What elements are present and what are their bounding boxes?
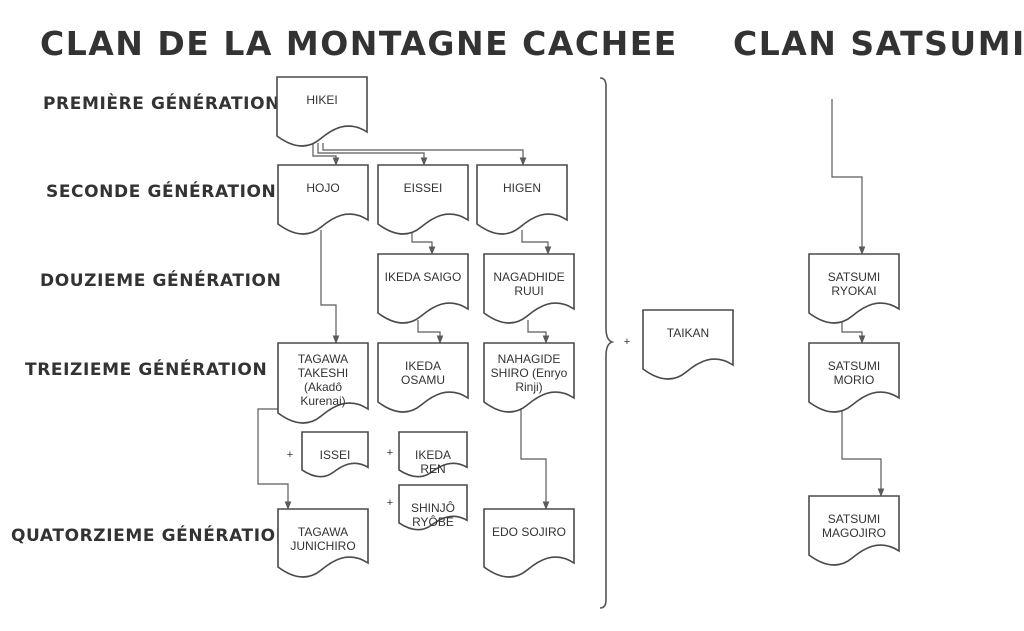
node-shape: [277, 164, 369, 235]
node-taikan: TAIKAN: [642, 309, 734, 380]
node-label-line: (Akadô: [304, 380, 342, 394]
node-label-line: Rinji): [515, 380, 542, 394]
edge-hikei-hojo: [312, 143, 340, 166]
node-label-line: SATSUMI: [828, 270, 880, 284]
node-shape: [377, 253, 469, 324]
person-nodes: HIKEI HOJO EISSEI HIGEN IKEDA SAIGO NAGADHIDE…: [276, 76, 900, 578]
node-shape: [483, 253, 575, 324]
node-shape: [808, 495, 900, 566]
edge-satsumi-ryokai-morio: [841, 320, 866, 344]
node-label-line: OSAMU: [401, 373, 445, 387]
node-issei: ISSEI: [301, 431, 369, 478]
edge-hojo-tagawa-takeshi: [320, 230, 340, 344]
node-shape: [483, 342, 575, 413]
label-premiere-generation: PREMIÈRE GÉNÉRATION: [43, 92, 280, 114]
node-label-line: TAKESHI: [298, 366, 348, 380]
node-shape: [277, 508, 369, 578]
node-label-line: SHIRO (Enryo: [491, 366, 568, 380]
node-label-line: HOJO: [306, 181, 339, 195]
connectors: [257, 99, 885, 510]
node-shape: [398, 484, 468, 531]
node-label-line: SATSUMI: [828, 359, 880, 373]
label-treizieme-generation: TREIZIEME GÉNÉRATION: [25, 358, 267, 380]
node-label-line: SATSUMI: [828, 512, 880, 526]
edge-nahagide-shiro-edo-sojiro: [520, 409, 550, 510]
label-seconde-generation: SECONDE GÉNÉRATION: [46, 180, 276, 202]
node-eissei: EISSEI: [377, 164, 469, 235]
node-shape: [301, 431, 369, 478]
edge-nagadhide-ruui-nahagide-shiro: [527, 320, 550, 344]
node-shape: [398, 431, 468, 478]
plus-sign-shinjo-ryobe: +: [387, 497, 393, 509]
node-hojo: HOJO: [277, 164, 369, 235]
node-higen: HIGEN: [476, 164, 568, 235]
edge-satsumi-root-ryokai: [831, 99, 866, 255]
node-label-line: TAIKAN: [667, 326, 709, 340]
node-shape: [642, 309, 734, 380]
node-label-line: MAGOJIRO: [822, 526, 886, 540]
node-shape: [808, 253, 900, 324]
node-label-line: NAGADHIDE: [493, 270, 564, 284]
node-label-line: JUNICHIRO: [290, 539, 355, 553]
node-label-line: RYÔBE: [412, 514, 454, 529]
edge-higen-nagadhide-ruui: [521, 230, 552, 255]
node-shape: [377, 164, 469, 235]
node-label-line: SHINJÔ: [411, 500, 455, 515]
node-label-line: TAGAWA: [298, 525, 348, 539]
node-label-line: EDO SOJIRO: [492, 525, 566, 539]
edge-satsumi-morio-magojiro: [841, 409, 885, 497]
edge-hikei-eissei: [317, 143, 428, 166]
edge-hikei-higen: [322, 143, 527, 166]
node-shape: [276, 76, 368, 147]
node-edo-sojiro: EDO SOJIRO: [483, 508, 575, 578]
title-clan-montagne-cachee: CLAN DE LA MONTAGNE CACHEE: [40, 24, 678, 63]
node-label-line: RYOKAI: [831, 284, 876, 298]
node-label-line: REN: [420, 462, 445, 476]
node-shape: [277, 342, 369, 424]
node-label-line: RUUI: [514, 284, 543, 298]
node-label-line: Kurenai): [300, 394, 345, 408]
node-label-line: HIKEI: [306, 93, 337, 107]
title-clan-satsumi: CLAN SATSUMI: [733, 24, 1024, 63]
node-ikeda-saigo: IKEDA SAIGO: [377, 253, 469, 324]
node-label-line: IKEDA: [405, 359, 441, 373]
node-shape: [476, 164, 568, 235]
node-label-line: ISSEI: [320, 448, 351, 462]
plus-sign-ikeda-ren: +: [387, 447, 393, 459]
label-quatorzieme-generation: QUATORZIEME GÉNÉRATION: [11, 524, 291, 546]
node-label-line: EISSEI: [404, 181, 443, 195]
plus-sign-issei: +: [287, 449, 293, 461]
node-label-line: IKEDA: [415, 448, 451, 462]
plus-sign-taikan: +: [624, 336, 630, 348]
node-shape: [808, 342, 900, 413]
node-label-line: NAHAGIDE: [498, 352, 561, 366]
edge-eissei-ikeda-saigo: [411, 230, 436, 255]
node-shape: [377, 342, 469, 413]
edge-tagawa-takeshi-tagawa-junichiro: [257, 408, 300, 510]
edge-ikeda-saigo-ikeda-osamu: [417, 320, 444, 344]
node-hikei: HIKEI: [276, 76, 368, 147]
node-label-line: TAGAWA: [298, 352, 348, 366]
node-label-line: HIGEN: [503, 181, 541, 195]
label-douzieme-generation: DOUZIEME GÉNÉRATION: [40, 269, 281, 291]
node-shape: [483, 508, 575, 578]
clan-brace: [599, 77, 615, 609]
node-label-line: IKEDA SAIGO: [385, 270, 462, 284]
node-label-line: MORIO: [834, 373, 875, 387]
